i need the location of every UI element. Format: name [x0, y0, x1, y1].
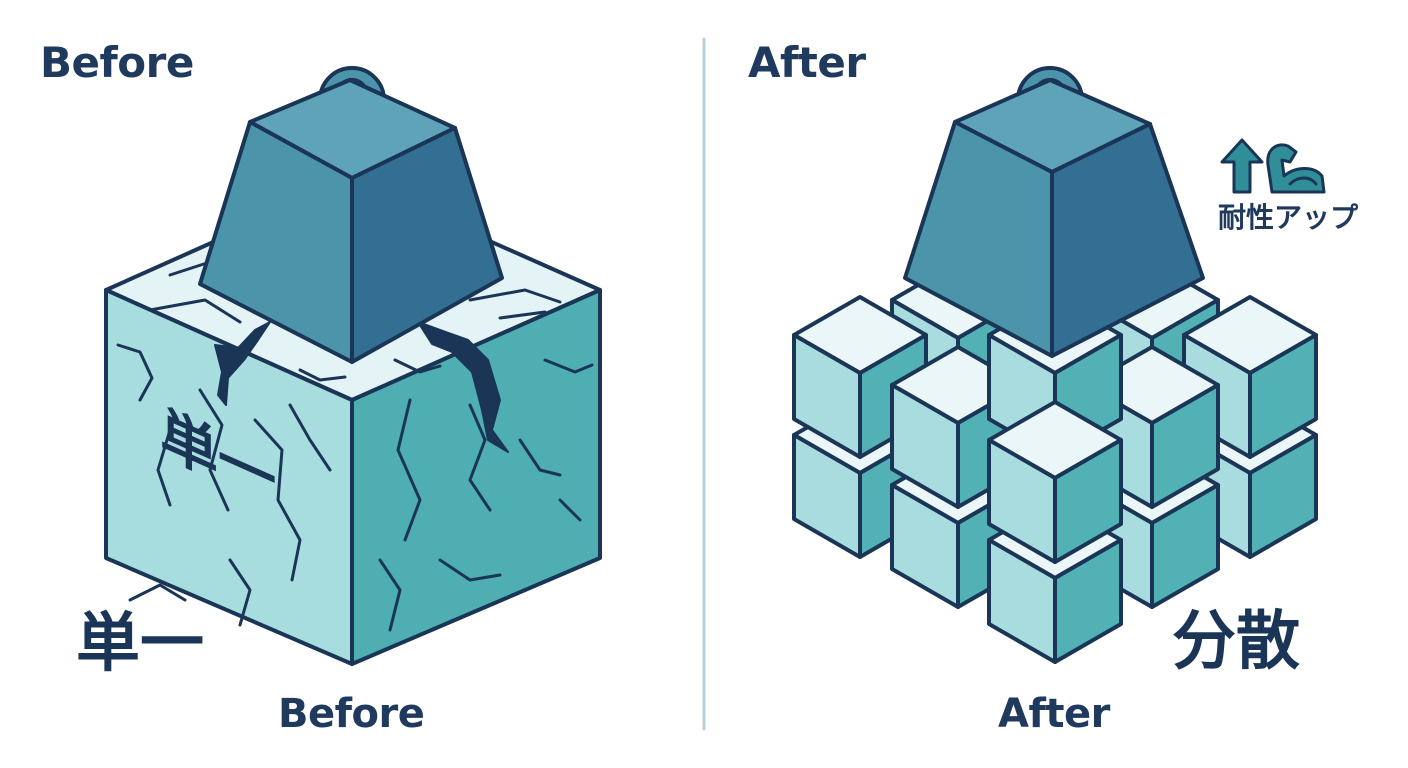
- deep-fissures: [214, 321, 509, 453]
- arrow-up-icon: [1220, 138, 1264, 194]
- block-cracks: [116, 260, 594, 632]
- before-side-label: 単一: [76, 607, 204, 681]
- after-caption: After: [998, 691, 1110, 737]
- flexed-arm-icon: [1266, 143, 1326, 194]
- after-heading: After: [748, 38, 866, 87]
- weight-after: [903, 66, 1205, 358]
- before-caption: Before: [278, 691, 425, 737]
- weight-front-right: [350, 126, 504, 364]
- resilience-badge-text: 耐性アップ: [1218, 201, 1359, 234]
- before-heading: Before: [40, 38, 194, 87]
- after-side-label: 分散: [1172, 605, 1300, 679]
- block-right-face: [350, 288, 602, 666]
- weight-before: [198, 66, 504, 364]
